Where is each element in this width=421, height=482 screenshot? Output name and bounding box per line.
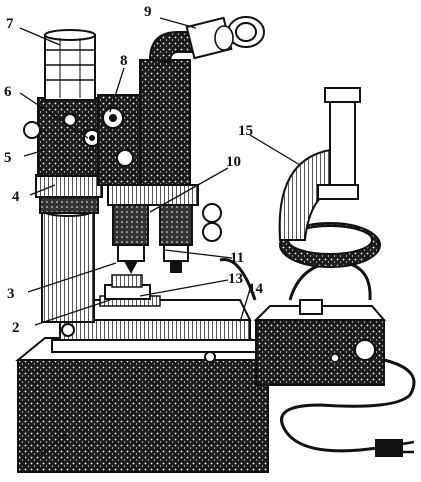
objective-turret	[107, 184, 222, 246]
auxiliary-microscope	[278, 87, 381, 268]
callout-4: 4	[12, 189, 20, 205]
leader-lines	[19, 17, 301, 456]
callout-13: 13	[228, 271, 243, 287]
indenter	[117, 244, 145, 274]
callout-3: 3	[7, 286, 15, 302]
power-transformer	[253, 299, 387, 386]
callout-10: 10	[226, 154, 241, 170]
callout-11: 11	[230, 250, 244, 266]
callout-14: 14	[248, 281, 264, 297]
callout-5: 5	[4, 150, 12, 166]
specimen-holder	[104, 274, 151, 300]
adjusting-knob	[83, 129, 101, 147]
collar-ring	[35, 174, 103, 214]
stage-table	[51, 295, 258, 363]
eyepiece	[214, 16, 265, 51]
callout-8: 8	[120, 53, 128, 69]
callout-2: 2	[12, 320, 20, 336]
callout-7: 7	[6, 16, 14, 32]
instrument-base	[15, 337, 271, 473]
callout-labels: 1 2 3 4 5 6 7 8 9 10 11 13 14 15	[4, 4, 264, 470]
callout-15: 15	[238, 123, 253, 139]
callout-6: 6	[4, 84, 12, 100]
callout-9: 9	[144, 4, 152, 20]
callout-1: 1	[20, 454, 28, 470]
power-plug	[375, 439, 415, 457]
load-weights	[44, 29, 96, 101]
objective-lens	[163, 244, 189, 273]
lever-arm	[97, 94, 144, 186]
column	[41, 203, 95, 323]
